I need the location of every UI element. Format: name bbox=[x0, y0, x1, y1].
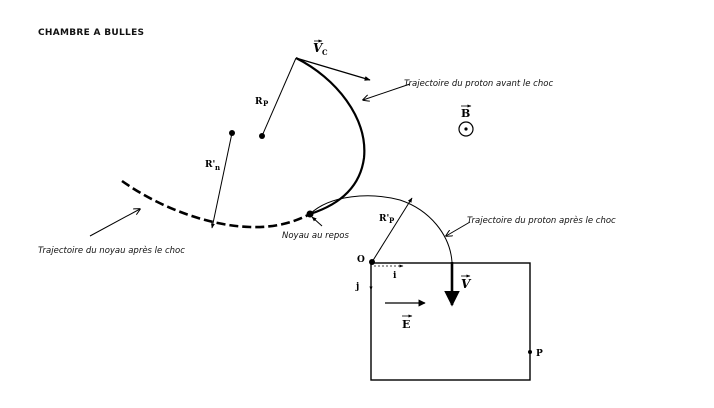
nucleus-after-label: Trajectoire du noyau après le choc bbox=[38, 245, 185, 256]
b-field-out-of-page-icon bbox=[458, 121, 474, 137]
rp2-radius-line bbox=[371, 197, 413, 263]
rp2-subscript: P bbox=[389, 216, 395, 225]
vc-subscript: C bbox=[322, 48, 328, 57]
proton-after-pointer bbox=[446, 221, 471, 236]
rp2-symbol: R' bbox=[379, 214, 389, 224]
j-symbol: j bbox=[355, 282, 359, 292]
vc-symbol: V bbox=[313, 41, 324, 55]
origin-dot bbox=[369, 259, 375, 265]
p-symbol: P bbox=[536, 349, 543, 359]
proton-before-pointer bbox=[363, 83, 411, 100]
electric-field-region bbox=[370, 262, 531, 381]
velocity-vc-arrow bbox=[295, 57, 371, 81]
nucleus-after-pointer bbox=[89, 209, 140, 237]
b-field-dot bbox=[464, 127, 468, 131]
nucleus-rest-label: Noyau au repos bbox=[282, 231, 350, 241]
nucleus-rest-pointer bbox=[311, 216, 323, 227]
rp-symbol: R bbox=[255, 97, 263, 107]
b-symbol: B bbox=[461, 107, 470, 120]
origin-o-symbol: O bbox=[357, 255, 365, 265]
nucleus-trajectory-after bbox=[121, 179, 311, 229]
point-p-dot bbox=[528, 350, 532, 354]
proton-after-label: Trajectoire du proton après le choc bbox=[467, 215, 616, 226]
i-symbol: i bbox=[393, 271, 397, 281]
e-symbol: E bbox=[402, 318, 410, 331]
rn-symbol: R' bbox=[205, 160, 215, 170]
proton-trajectory-before bbox=[295, 57, 366, 216]
rp-subscript: P bbox=[263, 99, 269, 108]
rp-radius-line bbox=[261, 57, 297, 137]
v-symbol: V bbox=[461, 277, 472, 291]
proton-before-label: Trajectoire du proton avant le choc bbox=[404, 79, 553, 89]
diagram-title: CHAMBRE A BULLES bbox=[38, 28, 144, 38]
rn-subscript: n bbox=[215, 163, 220, 172]
proton-trajectory-after bbox=[309, 195, 453, 263]
rn-radius-line bbox=[210, 132, 233, 229]
